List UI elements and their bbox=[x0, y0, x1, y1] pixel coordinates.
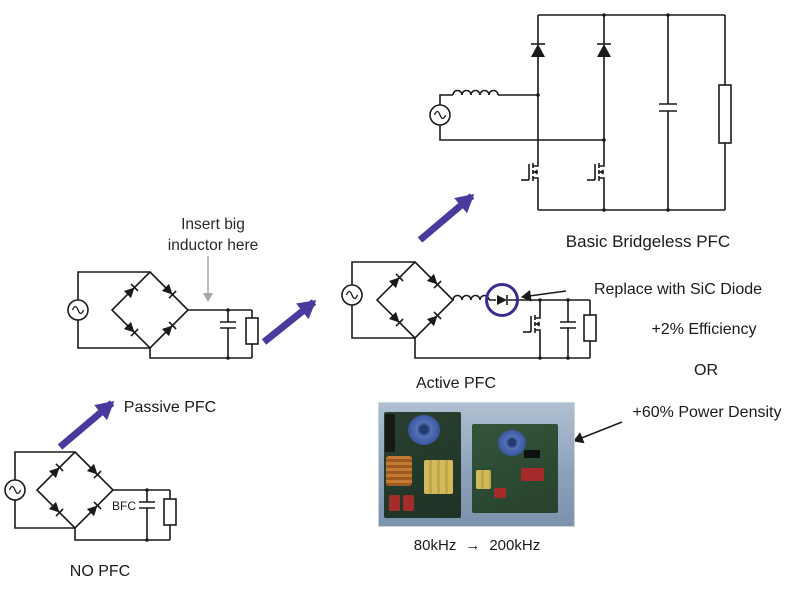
or-label: OR bbox=[694, 362, 718, 379]
boost-diode-symbol bbox=[496, 294, 508, 306]
bridgeless-pfc-caption: Basic Bridgeless PFC bbox=[565, 232, 731, 251]
power-density-benefit-label: +60% Power Density bbox=[632, 404, 782, 421]
capacitor-symbol bbox=[139, 490, 155, 540]
passive-pfc-caption: Passive PFC bbox=[123, 399, 217, 416]
bridgeless-pfc-circuit bbox=[429, 13, 732, 212]
resistor-symbol bbox=[718, 15, 732, 210]
capacitor-component bbox=[389, 495, 400, 511]
insert-inductor-annotation-line1: Insert big bbox=[181, 216, 245, 233]
frequency-before: 80kHz bbox=[413, 537, 457, 554]
resistor-symbol bbox=[583, 300, 597, 358]
inductor-symbol bbox=[452, 294, 490, 301]
active-pfc-circuit bbox=[341, 261, 597, 360]
efficiency-benefit-label: +2% Efficiency bbox=[651, 321, 757, 338]
mosfet-symbol bbox=[586, 157, 605, 187]
diode-symbol bbox=[530, 43, 546, 58]
ac-source-symbol bbox=[4, 479, 26, 501]
bridge-rectifier-symbol bbox=[37, 452, 113, 528]
arrow-active-to-bridgeless bbox=[417, 193, 475, 243]
capacitor-symbol bbox=[659, 15, 677, 210]
capacitor-symbol bbox=[560, 300, 576, 358]
no-pfc-caption: NO PFC bbox=[69, 563, 131, 580]
passive-pfc-circuit bbox=[67, 271, 259, 360]
frequency-after: 200kHz bbox=[489, 537, 541, 554]
pcb-board-200khz bbox=[472, 424, 558, 513]
right-arrow-icon: → bbox=[465, 537, 481, 554]
ac-source-symbol bbox=[341, 284, 363, 306]
capacitor-component bbox=[494, 488, 506, 498]
bridge-rectifier-symbol bbox=[377, 262, 453, 338]
capacitor-component bbox=[521, 468, 544, 481]
ac-source-symbol bbox=[429, 104, 451, 126]
active-pfc-caption: Active PFC bbox=[415, 375, 497, 392]
resistor-symbol bbox=[245, 310, 259, 358]
pcb-comparison-photo bbox=[378, 402, 575, 527]
sic-diode-pointer-arrow bbox=[521, 289, 567, 302]
copper-winding bbox=[386, 456, 412, 486]
capacitor-symbol bbox=[220, 310, 236, 358]
no-pfc-circuit bbox=[4, 451, 177, 542]
diode-symbol bbox=[596, 43, 612, 58]
resistor-symbol bbox=[163, 490, 177, 540]
ic-chip bbox=[524, 450, 540, 458]
ac-source-symbol bbox=[67, 299, 89, 321]
toroid-inductor bbox=[498, 430, 526, 456]
capacitor-component bbox=[403, 495, 414, 511]
transformer bbox=[424, 460, 453, 494]
inductor-symbol bbox=[452, 89, 499, 96]
bfc-label: BFC bbox=[112, 499, 136, 513]
mosfet-symbol bbox=[522, 309, 541, 339]
replace-sic-diode-label: Replace with SiC Diode bbox=[593, 281, 763, 298]
insert-inductor-annotation-line2: inductor here bbox=[167, 237, 259, 254]
power-density-pointer-arrow bbox=[573, 421, 623, 444]
arrow-no-pfc-to-passive bbox=[57, 400, 115, 450]
toroid-inductor bbox=[408, 415, 440, 445]
pcb-board-80khz bbox=[384, 412, 461, 518]
heatsink bbox=[385, 414, 395, 452]
bridge-rectifier-symbol bbox=[112, 272, 188, 348]
mosfet-symbol bbox=[520, 157, 539, 187]
arrow-passive-to-active bbox=[261, 299, 317, 345]
frequency-comparison-caption: 80kHz → 200kHz bbox=[413, 537, 541, 555]
sic-diode-highlight-circle bbox=[485, 283, 519, 317]
transformer bbox=[476, 470, 491, 489]
